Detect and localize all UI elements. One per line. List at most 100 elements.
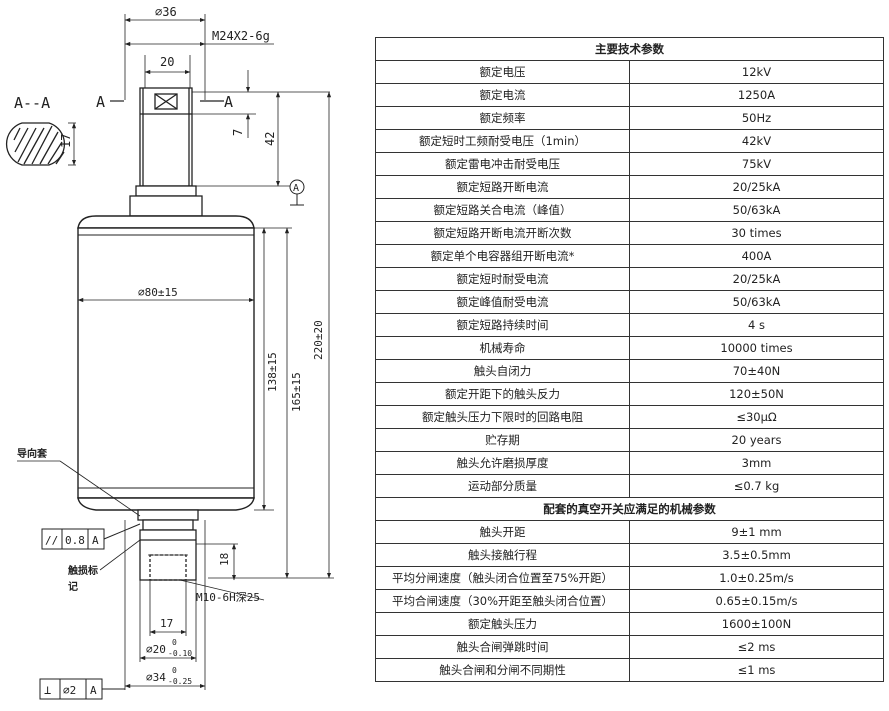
tol-parallel-value: 0.8 bbox=[65, 534, 85, 547]
tol-perp-datum: A bbox=[90, 684, 97, 697]
param-value: ≤0.7 kg bbox=[629, 474, 884, 498]
top-diameter-dim: ⌀36 bbox=[155, 5, 177, 19]
dim-165: 165±15 bbox=[290, 372, 303, 412]
param-name: 触头自闭力 bbox=[375, 359, 630, 383]
ceramic-body bbox=[77, 215, 255, 511]
param-value: ≤2 ms bbox=[629, 635, 884, 659]
param-value: 12kV bbox=[629, 60, 884, 84]
flat-width-dim: 20 bbox=[160, 55, 174, 69]
dim-220: 220±20 bbox=[312, 320, 325, 360]
tol-perp-symbol: ⊥ bbox=[44, 683, 51, 697]
param-value: 120±50N bbox=[629, 382, 884, 406]
param-name: 额定电流 bbox=[375, 83, 630, 107]
dim-d20-tol-lower: -0.10 bbox=[168, 649, 192, 658]
param-value: 10000 times bbox=[629, 336, 884, 360]
param-name: 机械寿命 bbox=[375, 336, 630, 360]
param-value: 4 s bbox=[629, 313, 884, 337]
dim-138: 138±15 bbox=[266, 352, 279, 392]
param-name: 额定峰值耐受电流 bbox=[375, 290, 630, 314]
param-name: 额定短时耐受电流 bbox=[375, 267, 630, 291]
table-row: 平均合闸速度（30%开距至触头闭合位置）0.65±0.15m/s bbox=[375, 589, 884, 613]
param-name: 平均分闸速度（触头闭合位置至75%开距） bbox=[375, 566, 630, 590]
param-name: 额定触头压力下限时的回路电阻 bbox=[375, 405, 630, 429]
bottom-stud bbox=[137, 509, 199, 581]
param-name: 额定短路开断电流 bbox=[375, 175, 630, 199]
param-value: ≤30μΩ bbox=[629, 405, 884, 429]
param-value: 20/25kA bbox=[629, 267, 884, 291]
section-mark-left: A bbox=[96, 93, 105, 111]
table-row: 触头合闸弹跳时间≤2 ms bbox=[375, 635, 884, 659]
table-header-row: 配套的真空开关应满足的机械参数 bbox=[375, 497, 884, 521]
table-row: 额定短时工频耐受电压（1min）42kV bbox=[375, 129, 884, 153]
param-value: 400A bbox=[629, 244, 884, 268]
parallel-tolerance-frame bbox=[41, 523, 141, 550]
datum-marker bbox=[289, 179, 305, 206]
dim-d34-tol-lower: -0.25 bbox=[168, 677, 192, 686]
section-width-dim: 17 bbox=[59, 134, 73, 148]
param-name: 触头允许磨损厚度 bbox=[375, 451, 630, 475]
param-name: 触头接触行程 bbox=[375, 543, 630, 567]
perpendicular-tolerance-frame bbox=[39, 678, 125, 700]
param-name: 触头开距 bbox=[375, 520, 630, 544]
param-name: 额定雷电冲击耐受电压 bbox=[375, 152, 630, 176]
body-diameter-dim: ⌀80±15 bbox=[138, 286, 178, 299]
param-name: 额定短路持续时间 bbox=[375, 313, 630, 337]
param-name: 额定触头压力 bbox=[375, 612, 630, 636]
table-row: 触头合闸和分闸不同期性≤1 ms bbox=[375, 658, 884, 682]
table-header-row: 主要技术参数 bbox=[375, 37, 884, 61]
top-thread-label: M24X2-6g bbox=[212, 29, 270, 43]
param-value: 20/25kA bbox=[629, 175, 884, 199]
dim-d34-tol-upper: 0 bbox=[172, 666, 177, 675]
callout-wear-mark-1: 触损标 bbox=[67, 564, 98, 577]
table-row: 额定触头压力下限时的回路电阻≤30μΩ bbox=[375, 405, 884, 429]
bottom-thread-label: M10-6H深25 bbox=[196, 591, 260, 604]
dim-d20: ⌀20 bbox=[146, 643, 166, 656]
table-row: 额定短路关合电流（峰值）50/63kA bbox=[375, 198, 884, 222]
table-section-title: 配套的真空开关应满足的机械参数 bbox=[375, 497, 884, 521]
param-value: 0.65±0.15m/s bbox=[629, 589, 884, 613]
dim-18: 18 bbox=[218, 553, 231, 566]
param-value: ≤1 ms bbox=[629, 658, 884, 682]
param-value: 50Hz bbox=[629, 106, 884, 130]
param-value: 50/63kA bbox=[629, 290, 884, 314]
section-label: A--A bbox=[14, 94, 50, 112]
table-section-title: 主要技术参数 bbox=[375, 37, 884, 61]
param-name: 额定电压 bbox=[375, 60, 630, 84]
table-row: 运动部分质量≤0.7 kg bbox=[375, 474, 884, 498]
param-value: 75kV bbox=[629, 152, 884, 176]
param-name: 运动部分质量 bbox=[375, 474, 630, 498]
param-value: 3mm bbox=[629, 451, 884, 475]
param-value: 70±40N bbox=[629, 359, 884, 383]
dim-17-bottom: 17 bbox=[160, 617, 173, 630]
param-value: 1600±100N bbox=[629, 612, 884, 636]
callout-guide-sleeve: 导向套 bbox=[17, 447, 48, 460]
param-value: 1250A bbox=[629, 83, 884, 107]
tol-parallel-datum: A bbox=[92, 534, 99, 547]
param-value: 30 times bbox=[629, 221, 884, 245]
param-name: 额定短路开断电流开断次数 bbox=[375, 221, 630, 245]
param-name: 额定单个电容器组开断电流* bbox=[375, 244, 630, 268]
callout-wear-mark-2: 记 bbox=[68, 581, 78, 593]
dim-7: 7 bbox=[231, 129, 245, 136]
dim-42: 42 bbox=[263, 132, 277, 146]
tol-perp-value: ⌀2 bbox=[63, 684, 76, 697]
param-name: 触头合闸和分闸不同期性 bbox=[375, 658, 630, 682]
param-name: 额定短路关合电流（峰值） bbox=[375, 198, 630, 222]
param-name: 额定开距下的触头反力 bbox=[375, 382, 630, 406]
param-value: 3.5±0.5mm bbox=[629, 543, 884, 567]
section-view bbox=[5, 122, 77, 166]
param-value: 20 years bbox=[629, 428, 884, 452]
top-stud bbox=[129, 87, 203, 217]
